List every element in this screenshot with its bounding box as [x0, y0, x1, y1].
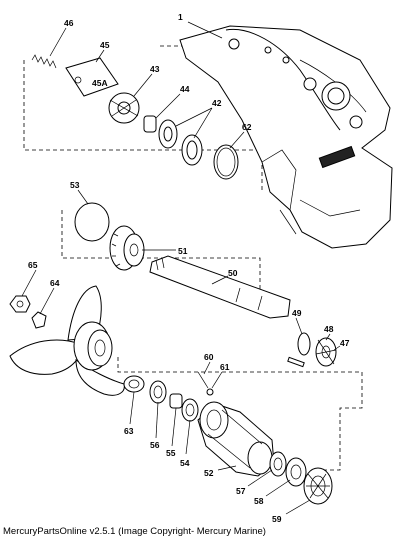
part-label-54[interactable]: 54: [180, 458, 190, 468]
part-label-61[interactable]: 61: [220, 362, 230, 372]
part-label-45A: 45A: [92, 78, 108, 88]
gear-housing: [179, 25, 393, 249]
part-label-60[interactable]: 60: [204, 352, 214, 362]
prop-nut: [9, 295, 31, 313]
bearing-stack: [143, 115, 203, 166]
spring: [31, 54, 57, 69]
decal-plate: 45A: [65, 57, 119, 97]
retaining-ring: [297, 332, 311, 356]
tab-washer: [31, 311, 47, 329]
part-label-43[interactable]: 43: [150, 64, 160, 74]
middle-group-outline: [61, 210, 261, 290]
o-ring: [213, 144, 239, 180]
part-label-51[interactable]: 51: [178, 246, 188, 256]
lower-group-outline: [117, 357, 363, 471]
part-label-45[interactable]: 45: [100, 40, 110, 50]
upper-group-outline: [23, 60, 263, 192]
part-label-55[interactable]: 55: [166, 448, 176, 458]
part-label-56[interactable]: 56: [150, 440, 160, 450]
exploded-parts-diagram: 45A: [9, 12, 393, 524]
image-caption: MercuryPartsOnline v2.5.1 (Image Copyrig…: [3, 526, 266, 537]
part-label-46[interactable]: 46: [64, 18, 74, 28]
large-o-ring: [74, 202, 110, 242]
part-label-63[interactable]: 63: [124, 426, 134, 436]
bearing-carrier: [197, 401, 275, 477]
part-label-48[interactable]: 48: [324, 324, 334, 334]
part-label-52[interactable]: 52: [204, 468, 214, 478]
oil-seal: [269, 451, 287, 477]
part-label-57[interactable]: 57: [236, 486, 246, 496]
thrust-washer: [285, 457, 307, 487]
leader-lines: [21, 21, 341, 515]
part-label-47[interactable]: 47: [340, 338, 350, 348]
part-label-59[interactable]: 59: [272, 514, 282, 524]
part-label-58[interactable]: 58: [254, 496, 264, 506]
part-label-64[interactable]: 64: [50, 278, 60, 288]
pinion-gear: [108, 92, 140, 124]
part-label-49[interactable]: 49: [292, 308, 302, 318]
propeller: [9, 285, 125, 396]
part-label-44[interactable]: 44: [180, 84, 190, 94]
part-label-50[interactable]: 50: [228, 268, 238, 278]
bearing-carrier-screw: [197, 371, 214, 396]
part-label-62[interactable]: 62: [242, 122, 252, 132]
reverse-gear-bearings: [149, 380, 199, 422]
thrust-hub: [123, 375, 145, 393]
clutch-assembly: [287, 337, 337, 368]
part-label-53[interactable]: 53: [70, 180, 80, 190]
thrust-bearing: [303, 467, 333, 505]
part-callouts: 1 46 45 43 44 42 62 53 51 50 65 64 49 48…: [28, 12, 350, 524]
part-label-42[interactable]: 42: [212, 98, 222, 108]
part-label-1[interactable]: 1: [178, 12, 183, 22]
forward-gear: [109, 225, 145, 271]
propeller-shaft: [149, 255, 291, 319]
part-label-65[interactable]: 65: [28, 260, 38, 270]
